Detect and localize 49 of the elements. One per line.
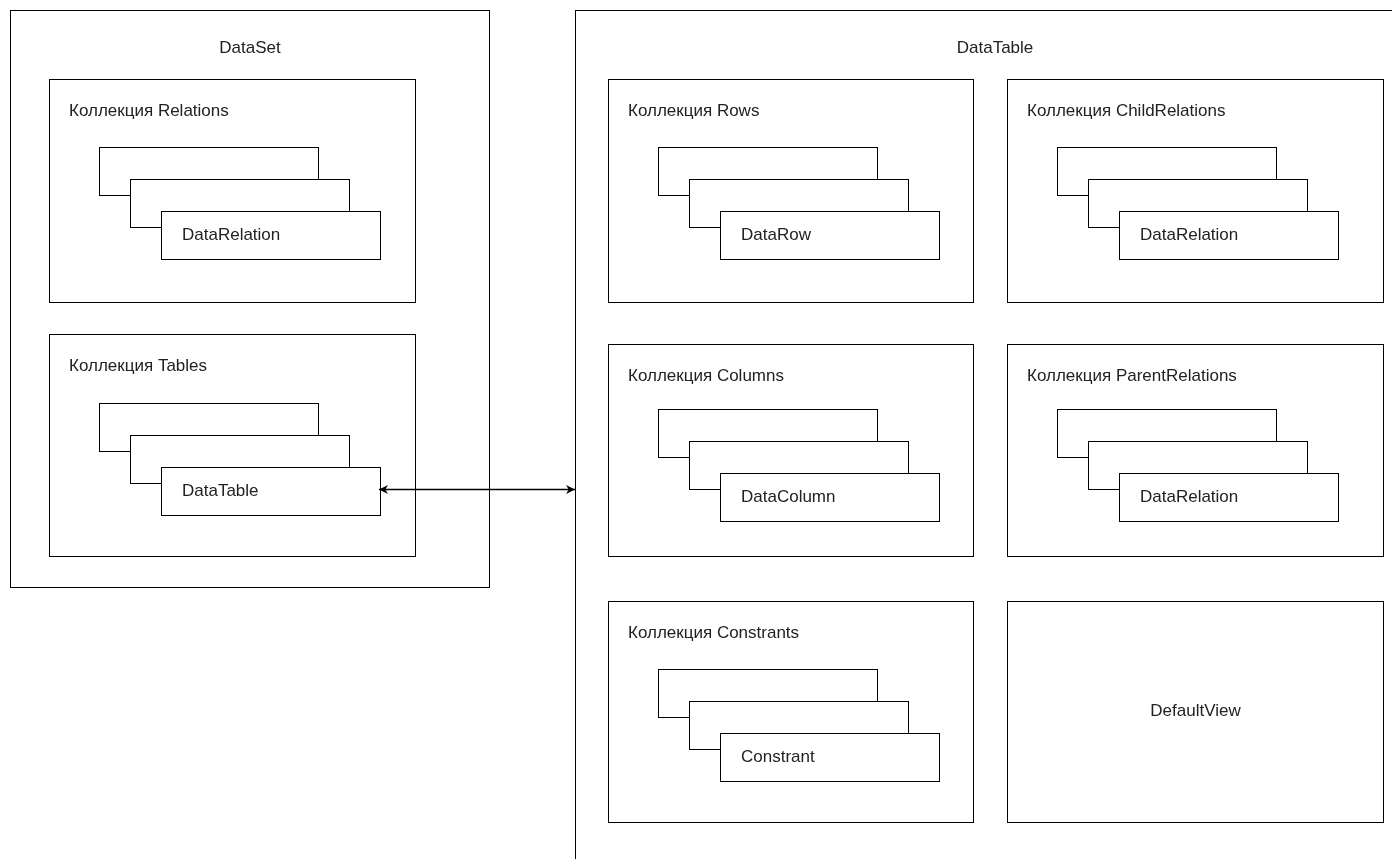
item-box (720, 211, 940, 260)
collection-box (608, 344, 974, 557)
item-box (161, 467, 381, 516)
collection-box (608, 79, 974, 303)
item-label: DataRelation (1140, 224, 1239, 246)
double-arrow (378, 485, 576, 494)
collection-box (1007, 344, 1384, 557)
container-title: DataSet (218, 37, 282, 59)
stacked-card (658, 147, 878, 179)
item-box (720, 473, 940, 522)
collection-box (608, 601, 974, 823)
container-title: DataTable (955, 37, 1035, 59)
collection-box (1007, 79, 1384, 303)
stacked-card (99, 403, 319, 435)
item-box (161, 211, 381, 260)
item-box (720, 733, 940, 782)
stacked-card (130, 179, 350, 211)
collection-box (1007, 601, 1384, 823)
container-box (575, 10, 1392, 859)
stacked-card (689, 701, 909, 733)
collection-title: Коллекция Relations (69, 100, 229, 122)
item-label: DataRelation (1140, 486, 1239, 508)
item-label: DataRelation (182, 224, 281, 246)
collection-title: Коллекция ChildRelations (1027, 100, 1226, 122)
collection-box (49, 334, 416, 557)
collection-title: DefaultView (1149, 700, 1242, 722)
stacked-card (689, 441, 909, 473)
item-label: DataTable (182, 480, 259, 502)
stacked-card (1088, 179, 1308, 211)
item-box (1119, 211, 1339, 260)
collection-box (49, 79, 416, 303)
item-label: DataColumn (741, 486, 836, 508)
stacked-card (689, 179, 909, 211)
stacked-card (1057, 409, 1277, 441)
collection-title: Коллекция Rows (628, 100, 760, 122)
collection-title: Коллекция Tables (69, 355, 208, 377)
stacked-card (658, 669, 878, 701)
stacked-card (658, 409, 878, 441)
item-label: Constrant (741, 746, 815, 768)
stacked-card (1057, 147, 1277, 179)
container-box (10, 10, 490, 588)
collection-title: Коллекция ParentRelations (1027, 365, 1237, 387)
collection-title: Коллекция Columns (628, 365, 784, 387)
stacked-card (99, 147, 319, 179)
stacked-card (130, 435, 350, 467)
item-label: DataRow (741, 224, 811, 246)
collection-title: Коллекция Constrants (628, 622, 800, 644)
item-box (1119, 473, 1339, 522)
stacked-card (1088, 441, 1308, 473)
